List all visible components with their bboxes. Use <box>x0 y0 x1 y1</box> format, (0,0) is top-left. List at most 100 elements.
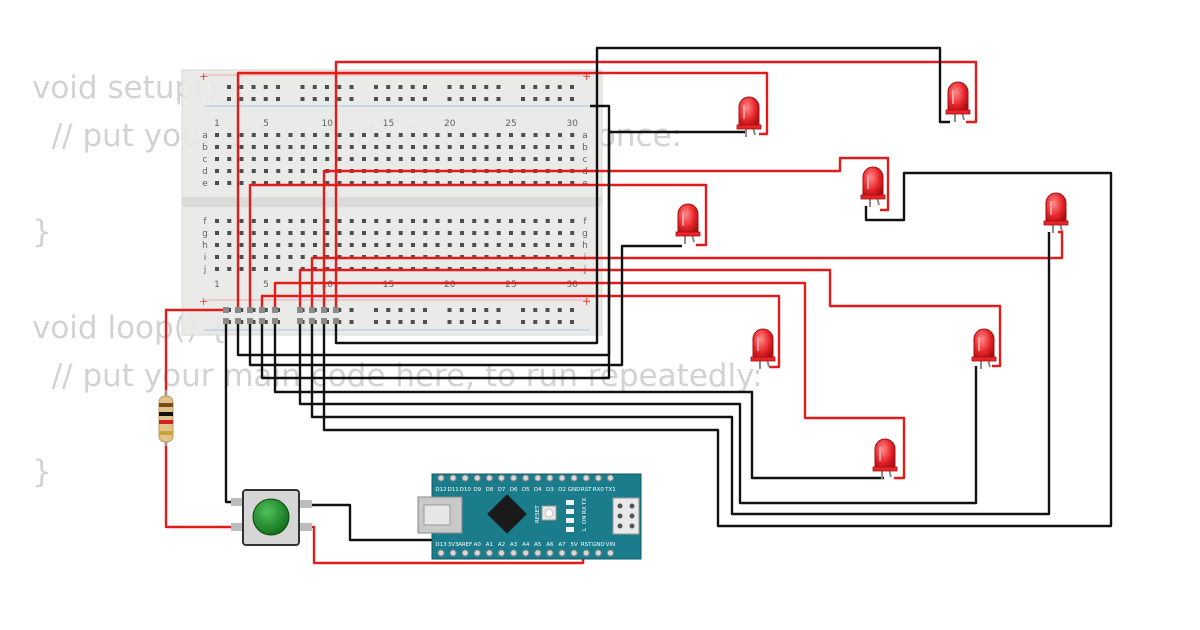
breadboard-hole[interactable] <box>337 320 342 324</box>
breadboard-hole[interactable] <box>251 85 256 89</box>
led-6[interactable] <box>750 328 776 369</box>
breadboard-hole[interactable] <box>313 145 317 149</box>
breadboard-hole[interactable] <box>313 157 317 161</box>
breadboard-hole[interactable] <box>398 320 403 324</box>
breadboard-hole[interactable] <box>264 157 268 161</box>
breadboard-hole[interactable] <box>251 320 256 324</box>
breadboard-hole[interactable] <box>509 231 513 235</box>
nano-pin[interactable] <box>606 474 614 482</box>
breadboard-hole[interactable] <box>362 243 366 247</box>
breadboard-hole[interactable] <box>398 157 403 161</box>
breadboard-hole[interactable] <box>521 97 525 101</box>
nano-pin[interactable] <box>606 549 614 557</box>
breadboard-hole[interactable] <box>423 145 428 149</box>
breadboard-hole[interactable] <box>533 308 538 312</box>
breadboard-hole[interactable] <box>533 145 538 149</box>
breadboard-hole[interactable] <box>251 97 256 101</box>
breadboard-hole[interactable] <box>411 231 415 235</box>
breadboard-hole[interactable] <box>227 267 232 271</box>
breadboard-hole[interactable] <box>288 267 293 271</box>
led-7[interactable] <box>971 328 997 369</box>
nano-pin[interactable] <box>582 549 590 557</box>
black-wire-led-6[interactable] <box>298 320 978 505</box>
breadboard-hole[interactable] <box>374 243 379 247</box>
breadboard-hole[interactable] <box>521 133 526 137</box>
red-wire-led-7[interactable] <box>273 281 906 480</box>
breadboard-hole[interactable] <box>435 145 440 149</box>
push-button[interactable] <box>231 489 312 546</box>
breadboard-hole[interactable] <box>521 308 525 312</box>
nano-pin[interactable] <box>582 474 590 482</box>
breadboard-hole[interactable] <box>423 97 427 101</box>
nano-pin[interactable] <box>594 474 602 482</box>
nano-pin[interactable] <box>570 474 578 482</box>
breadboard-hole[interactable] <box>570 243 575 247</box>
breadboard-hole[interactable] <box>484 320 489 324</box>
breadboard-hole[interactable] <box>227 145 232 149</box>
breadboard-hole[interactable] <box>263 97 268 101</box>
breadboard-hole[interactable] <box>313 133 317 137</box>
breadboard-hole[interactable] <box>374 157 379 161</box>
breadboard-hole[interactable] <box>251 267 256 271</box>
breadboard-hole[interactable] <box>386 145 391 149</box>
breadboard-hole[interactable] <box>447 308 452 312</box>
breadboard-hole[interactable] <box>398 145 403 149</box>
breadboard-hole[interactable] <box>533 219 538 223</box>
breadboard-hole[interactable] <box>447 231 452 235</box>
breadboard-hole[interactable] <box>288 255 293 259</box>
red-wire-resistor-top[interactable] <box>164 308 226 396</box>
breadboard-hole[interactable] <box>374 320 378 324</box>
breadboard-hole[interactable] <box>386 308 391 312</box>
nano-pin[interactable] <box>485 549 493 557</box>
breadboard-hole[interactable] <box>459 85 464 89</box>
breadboard-hole[interactable] <box>276 157 281 161</box>
breadboard-hole[interactable] <box>484 157 489 161</box>
breadboard-hole[interactable] <box>386 85 391 89</box>
breadboard-hole[interactable] <box>239 255 244 259</box>
breadboard-hole[interactable] <box>472 231 477 235</box>
breadboard-hole[interactable] <box>264 169 268 173</box>
breadboard-hole[interactable] <box>545 243 550 247</box>
breadboard-hole[interactable] <box>313 181 317 185</box>
breadboard-hole[interactable] <box>276 169 281 173</box>
nano-pin[interactable] <box>498 549 505 557</box>
nano-pin[interactable] <box>437 549 445 557</box>
breadboard-hole[interactable] <box>509 243 513 247</box>
breadboard-hole[interactable] <box>472 243 477 247</box>
breadboard-hole[interactable] <box>545 231 550 235</box>
breadboard-hole[interactable] <box>447 85 452 89</box>
breadboard-hole[interactable] <box>496 231 501 235</box>
breadboard-hole[interactable] <box>276 85 280 89</box>
breadboard-hole[interactable] <box>276 181 281 185</box>
breadboard-hole[interactable] <box>300 219 305 223</box>
nano-pin[interactable] <box>461 474 469 482</box>
breadboard-hole[interactable] <box>398 308 403 312</box>
breadboard-hole[interactable] <box>447 133 452 137</box>
breadboard-hole[interactable] <box>460 231 464 235</box>
breadboard-hole[interactable] <box>558 133 562 137</box>
breadboard-hole[interactable] <box>288 145 293 149</box>
breadboard-hole[interactable] <box>521 145 526 149</box>
breadboard-hole[interactable] <box>300 133 305 137</box>
breadboard-hole[interactable] <box>300 85 305 89</box>
breadboard-hole[interactable] <box>349 133 354 137</box>
breadboard-hole[interactable] <box>411 219 415 223</box>
breadboard-hole[interactable] <box>313 169 317 173</box>
breadboard-hole[interactable] <box>251 308 256 312</box>
breadboard-hole[interactable] <box>472 97 476 101</box>
breadboard-hole[interactable] <box>558 181 562 185</box>
breadboard-hole[interactable] <box>215 255 219 259</box>
breadboard-hole[interactable] <box>557 320 562 324</box>
breadboard-hole[interactable] <box>349 219 354 223</box>
breadboard-hole[interactable] <box>423 85 427 89</box>
breadboard-hole[interactable] <box>386 231 391 235</box>
breadboard-hole[interactable] <box>251 157 256 161</box>
breadboard-hole[interactable] <box>337 231 342 235</box>
nano-pin[interactable] <box>522 474 530 482</box>
breadboard-hole[interactable] <box>300 145 305 149</box>
nano-pin[interactable] <box>461 549 469 557</box>
breadboard-hole[interactable] <box>570 133 575 137</box>
breadboard-hole[interactable] <box>263 85 268 89</box>
breadboard-hole[interactable] <box>410 97 415 101</box>
breadboard-hole[interactable] <box>215 145 219 149</box>
